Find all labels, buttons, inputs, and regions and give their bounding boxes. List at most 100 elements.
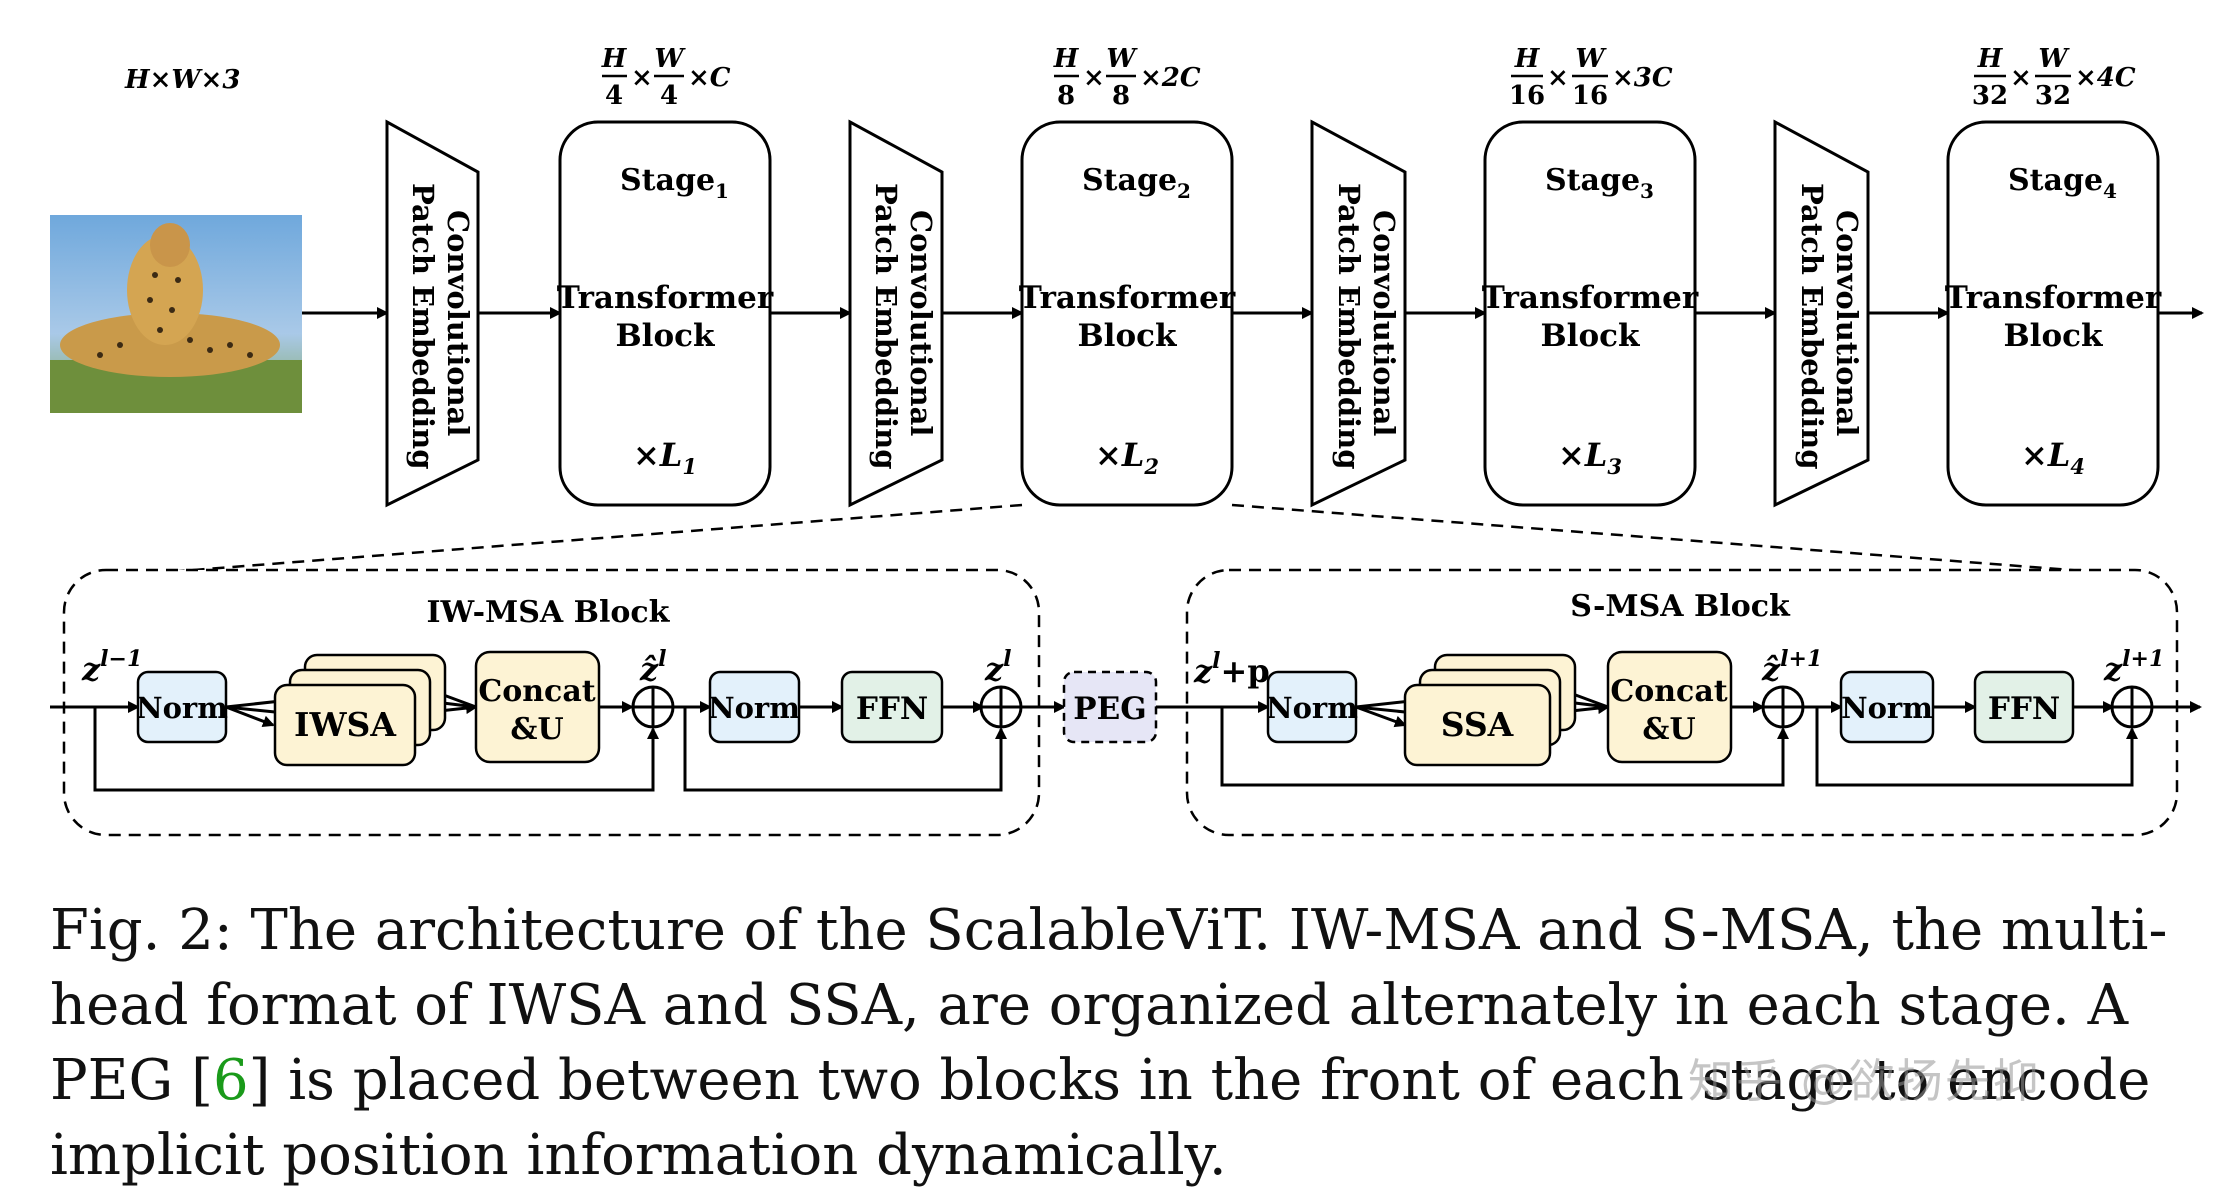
iw-out-var: z <box>984 650 1004 688</box>
s-msa-block: S-MSA Block zl+p Norm SSA Concat &U <box>1185 568 2202 837</box>
s-add-circle-2 <box>2110 685 2154 729</box>
stage-repeat: ×L <box>633 436 682 474</box>
patch-embedding-label-line2: Patch Embedding <box>1795 183 1829 470</box>
iw-mid-sup: l <box>658 646 666 672</box>
dim-w-den: 32 <box>2035 81 2071 111</box>
stage-2: Stage2 Transformer Block ×L2 H 8 × W 8 ×… <box>1019 44 1236 507</box>
s-ffn-label: FFN <box>1988 691 2060 727</box>
s-in-sup: l <box>1212 648 1220 674</box>
iw-norm1-box <box>136 670 228 744</box>
dim-h-num: H <box>1514 44 1541 74</box>
svg-text:zl−1: zl−1 <box>81 646 142 688</box>
iw-concat-box <box>474 650 601 764</box>
svg-text:×: × <box>2010 63 2032 93</box>
iw-mid-var: ẑ <box>639 650 659 688</box>
caption-part2: ] is placed between two blocks in the fr… <box>50 1048 2151 1188</box>
svg-text:×: × <box>1083 63 1105 93</box>
watermark: 知乎 @欲扬先抑 <box>1688 1054 2041 1108</box>
svg-text:zl: zl <box>984 646 1012 688</box>
stage-block-line2: Block <box>2003 318 2104 354</box>
patch-embedding-label-line2: Patch Embedding <box>869 183 903 470</box>
stage-1: Stage1 Transformer Block ×L1 H 4 × W 4 ×… <box>557 44 774 507</box>
stage-repeat-sub: 1 <box>682 454 697 479</box>
s-in-var: z <box>1193 652 1213 690</box>
svg-text:×L3: ×L3 <box>1558 436 1622 479</box>
dim-c: ×4C <box>2075 63 2136 93</box>
iw-add-circle-2 <box>979 685 1023 729</box>
svg-text:×: × <box>631 63 653 93</box>
dim-w-num: W <box>1575 44 1607 74</box>
svg-text:×L4: ×L4 <box>2021 436 2085 479</box>
patch-embedding-label-line2: Patch Embedding <box>1332 183 1366 470</box>
dim-w-den: 4 <box>660 81 678 111</box>
patch-embedding-4: Convolutional Patch Embedding <box>1773 119 1870 508</box>
iw-norm2-box <box>708 670 801 744</box>
stage-sub: 4 <box>2103 179 2117 203</box>
s-concat-line1: Concat <box>1610 674 1727 709</box>
iw-concat-line2: &U <box>510 712 563 747</box>
dim-w-num: W <box>2038 44 2070 74</box>
s-ssa-label: SSA <box>1441 705 1514 744</box>
stage-repeat-sub: 2 <box>1143 454 1159 479</box>
patch-embedding-label-line1: Convolutional <box>1830 210 1864 436</box>
stage-sub: 1 <box>715 179 729 203</box>
stage-repeat: ×L <box>1558 436 1607 474</box>
svg-text:zl+p: zl+p <box>1193 648 1270 690</box>
iw-iwsa-label: IWSA <box>294 705 396 744</box>
iw-norm1-label: Norm <box>136 691 228 725</box>
dim-c: ×C <box>688 63 731 93</box>
svg-text:Stage3: Stage3 <box>1545 163 1654 203</box>
stage-name: Stage <box>1082 163 1177 198</box>
s-in-plus: +p <box>1221 652 1270 690</box>
caption-ref-link[interactable]: 6 <box>212 1048 249 1113</box>
stage-3: Stage3 Transformer Block ×L3 H 16 × W 16… <box>1482 44 1699 507</box>
patch-embedding-label-line1: Convolutional <box>1367 210 1401 436</box>
dim-h-den: 16 <box>1509 81 1545 111</box>
s-norm1-box <box>1266 670 1358 744</box>
dim-w-den: 8 <box>1112 81 1130 111</box>
svg-text:×L2: ×L2 <box>1095 436 1159 479</box>
iw-iwsa-box <box>273 683 417 767</box>
cheetah-image <box>50 215 302 413</box>
iw-out-sup: l <box>1003 646 1011 672</box>
s-norm1-label: Norm <box>1266 691 1358 725</box>
dim-c: ×2C <box>1140 63 1201 93</box>
s-out-var: z <box>2103 650 2123 688</box>
s-msa-title: S-MSA Block <box>1570 589 1791 624</box>
stage-repeat: ×L <box>1095 436 1144 474</box>
peg-label: PEG <box>1073 691 1146 727</box>
iw-msa-title: IW-MSA Block <box>427 595 671 630</box>
patch-embedding-3: Convolutional Patch Embedding <box>1310 119 1407 508</box>
stage-4: Stage4 Transformer Block ×L4 H 32 × W 32… <box>1945 44 2162 507</box>
stage-name: Stage <box>2008 163 2103 198</box>
stage-repeat: ×L <box>2021 436 2070 474</box>
s-ffn-box <box>1973 670 2075 744</box>
stage-repeat-sub: 3 <box>1607 454 1622 479</box>
svg-text:zl+1: zl+1 <box>2103 646 2164 688</box>
s-norm2-box <box>1839 670 1935 744</box>
caption-part1: Fig. 2: The architecture of the Scalable… <box>50 898 2168 1113</box>
dim-h-den: 8 <box>1057 81 1075 111</box>
svg-text:ẑl+1: ẑl+1 <box>1761 646 1822 688</box>
stage-block-line1: Transformer <box>557 280 774 316</box>
iw-norm2-label: Norm <box>708 691 800 725</box>
stage-sub: 3 <box>1640 179 1654 203</box>
stage-block-line2: Block <box>1077 318 1178 354</box>
dim-h-num: H <box>1977 44 2004 74</box>
iw-add-circle-1 <box>631 685 675 729</box>
patch-embedding-label-line2: Patch Embedding <box>406 183 440 470</box>
s-norm2-label: Norm <box>1841 691 1933 725</box>
iw-ffn-box <box>840 670 944 744</box>
patch-embedding-2: Convolutional Patch Embedding <box>848 119 944 508</box>
dim-h-num: H <box>1053 44 1080 74</box>
iw-concat-line1: Concat <box>478 674 595 709</box>
stage-block-line2: Block <box>615 318 716 354</box>
stage-name: Stage <box>1545 163 1640 198</box>
stage-sub: 2 <box>1177 179 1191 203</box>
zoom-lines <box>129 503 2136 577</box>
patch-embedding-label-line1: Convolutional <box>441 210 475 436</box>
patch-embedding-label-line1: Convolutional <box>904 210 938 436</box>
iw-input-label: zl−1 <box>81 646 142 688</box>
stage-name: Stage <box>620 163 715 198</box>
